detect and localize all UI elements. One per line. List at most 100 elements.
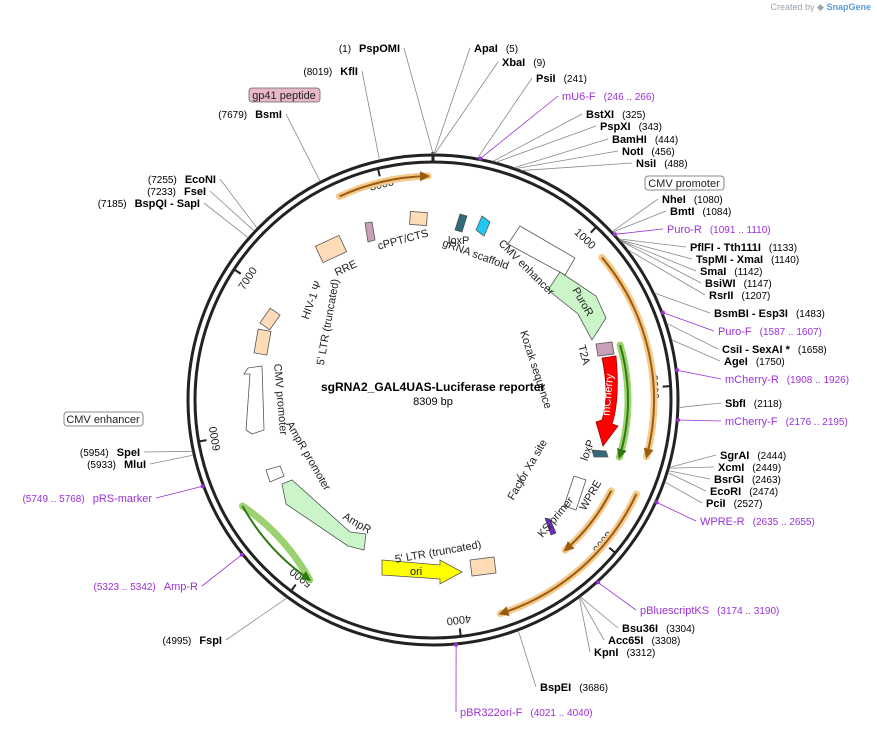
site-label-10: BmtI(1084): [670, 206, 731, 218]
site-label-12: TspMI - XmaI(1140): [696, 254, 799, 266]
site-position: (325): [622, 110, 645, 121]
site-leader-25: [580, 596, 619, 629]
site-leader-20: [669, 454, 717, 468]
tick-mark-4000: [458, 628, 462, 637]
site-position: (241): [564, 74, 587, 85]
site-position: (3686): [579, 683, 608, 694]
site-leader-16: [654, 292, 711, 314]
svg-text:(5749 .. 5768)pRS-marker: (5749 .. 5768)pRS-marker: [22, 493, 152, 505]
feature-label-cppt-cts: cPPT/CTS: [376, 228, 429, 253]
site-name: RsrII: [709, 290, 733, 302]
site-leader-24: [664, 481, 703, 504]
site-leader-14: [620, 240, 702, 284]
svg-text:CsiI - SexAI *(1658): CsiI - SexAI *(1658): [722, 344, 827, 356]
svg-text:PciI(2527): PciI(2527): [706, 498, 762, 510]
boxed-label-cmv-promoter: CMV promoter: [644, 175, 725, 191]
tick-mark-6000: [198, 439, 207, 443]
svg-text:NsiI(488): NsiI(488): [636, 158, 688, 170]
primer-label-5: WPRE-R(2635 .. 2655): [700, 516, 815, 528]
site-leader-36: [361, 70, 380, 160]
site-label-15: RsrII(1207): [709, 290, 770, 302]
ori-feature: [381, 559, 463, 585]
site-name: KflI: [340, 66, 358, 78]
tick-label-4000: 4000: [446, 612, 472, 627]
site-leader-12: [619, 239, 693, 260]
site-leader-13: [619, 239, 697, 272]
svg-text:KpnI(3312): KpnI(3312): [594, 647, 655, 659]
site-label-18: AgeI(1750): [724, 356, 785, 368]
tick-mark-7000: [233, 268, 242, 275]
site-name: BspEI: [540, 682, 571, 694]
site-label-33: (7233) FseI: [147, 186, 206, 198]
svg-text:BamHI(444): BamHI(444): [612, 134, 678, 146]
site-name: SgrAI: [720, 450, 749, 462]
site-label-27: KpnI(3312): [594, 647, 655, 659]
site-position: (8019): [303, 67, 332, 78]
site-leader-33: [209, 190, 255, 232]
site-position: (2449): [752, 463, 781, 474]
svg-text:Bsu36I(3304): Bsu36I(3304): [622, 623, 695, 635]
site-label-17: CsiI - SexAI *(1658): [722, 344, 827, 356]
site-position: (5954): [80, 448, 109, 459]
site-leader-28: [517, 630, 537, 688]
svg-text:BmtI(1084): BmtI(1084): [670, 206, 731, 218]
site-label-34: (7255)EcoNI: [148, 174, 216, 186]
site-name: FseI: [184, 186, 206, 198]
svg-text:WPRE-R(2635 .. 2655): WPRE-R(2635 .. 2655): [700, 516, 815, 528]
feature-arcs: [239, 171, 658, 618]
svg-text:mU6-F(246 .. 266): mU6-F(246 .. 266): [562, 91, 655, 103]
svg-text:AgeI(1750): AgeI(1750): [724, 356, 785, 368]
site-name: NsiI: [636, 158, 656, 170]
boxed-label-gp41: gp41 peptide: [248, 87, 321, 103]
svg-text:pBR322ori-F(4021 .. 4040): pBR322ori-F(4021 .. 4040): [460, 707, 593, 719]
site-position: (2463): [752, 475, 781, 486]
primer-leader-3: [677, 369, 722, 380]
site-position: (9): [533, 58, 545, 69]
site-name: KpnI: [594, 647, 618, 659]
primer-label-1: Puro-R(1091 .. 1110): [667, 224, 771, 236]
site-label-14: BsiWI(1147): [705, 278, 772, 290]
site-label-8: NsiI(488): [636, 158, 688, 170]
site-leader-5: [495, 125, 597, 163]
primer-marker-8: [239, 552, 244, 557]
primer-name: mCherry-R: [725, 374, 779, 386]
site-name: BsrGI: [714, 474, 744, 486]
svg-text:XcmI(2449): XcmI(2449): [718, 462, 781, 474]
svg-text:SgrAI(2444): SgrAI(2444): [720, 450, 786, 462]
site-name: EcoNI: [185, 174, 216, 186]
feature-label-hiv-psi: HIV-1 Ψ: [300, 280, 325, 321]
puror-feature: [547, 271, 607, 341]
svg-text:(7255)EcoNI: (7255)EcoNI: [148, 174, 216, 186]
ks-primer-feature: [544, 517, 557, 536]
site-label-31: (5954)SpeI: [80, 447, 140, 459]
plasmid-name: sgRNA2_GAL4UAS-Luciferase reporter: [321, 380, 545, 394]
cppt-box-feature: [409, 211, 428, 227]
svg-text:NheI(1080): NheI(1080): [662, 194, 723, 206]
site-position: (3308): [651, 636, 680, 647]
created-by-credit: Created by ◆ SnapGene: [771, 2, 872, 13]
site-label-25: Bsu36I(3304): [622, 623, 695, 635]
primer-leader-1: [614, 228, 664, 235]
site-name: BsmI: [255, 109, 282, 121]
tick-label-6000: 6000: [207, 425, 223, 451]
primer-label-6: pBluescriptKS(3174 .. 3190): [640, 605, 779, 617]
site-position: (2118): [754, 399, 782, 410]
arc-lower-right-orange-line: [500, 493, 638, 615]
site-label-5: PspXI(343): [600, 121, 662, 133]
site-position: (7233): [147, 187, 176, 198]
feature-label-mcherry: mCherry: [601, 373, 617, 417]
snapgene-brand: SnapGene: [826, 2, 871, 12]
site-label-13: SmaI(1142): [700, 266, 762, 278]
site-label-4: BstXI(325): [586, 109, 645, 121]
svg-text:mCherry-R(1908 .. 1926): mCherry-R(1908 .. 1926): [725, 374, 849, 386]
svg-text:Acc65I(3308): Acc65I(3308): [608, 635, 680, 647]
primer-label-4: mCherry-F(2176 .. 2195): [725, 416, 848, 428]
site-position: (7185): [98, 199, 127, 210]
loxp-feature-bottom: [591, 449, 609, 458]
primer-name: pBR322ori-F: [460, 707, 523, 719]
arc-lower-left-green: [239, 502, 314, 584]
primer-name: WPRE-R: [700, 516, 745, 528]
svg-text:BsiWI(1147): BsiWI(1147): [705, 278, 772, 290]
